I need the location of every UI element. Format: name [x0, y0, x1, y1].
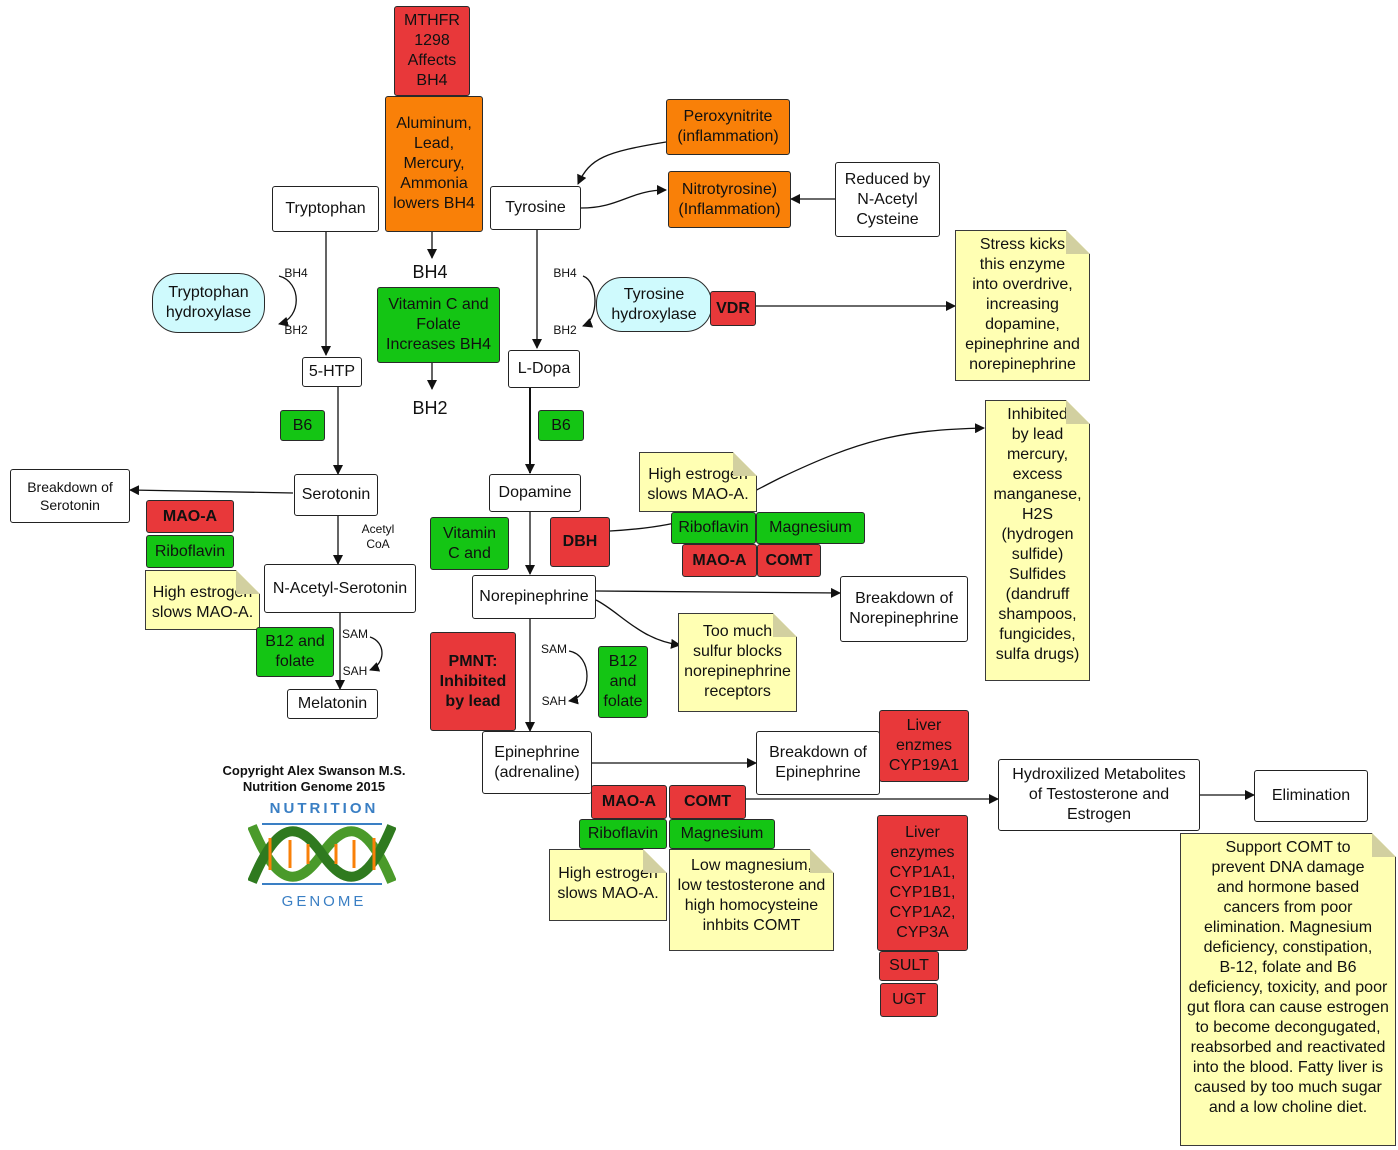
tyrosine-hydroxylase-node: Tyrosine hydroxylase	[596, 277, 712, 332]
comt-mid-badge: COMT	[757, 544, 821, 577]
dbh-badge: DBH	[550, 517, 610, 567]
n-acetyl-serotonin-node: N-Acetyl-Serotonin	[264, 564, 416, 613]
bh4-label: BH4	[412, 262, 448, 282]
arrow-norepi-sulfur	[595, 599, 681, 649]
arrow-norepi-breakdown	[595, 587, 841, 598]
acetyl-coa-label: Acetyl CoA	[361, 522, 395, 551]
riboflavin-left-badge: Riboflavin	[146, 535, 234, 568]
bh4-right-label: BH4	[553, 266, 577, 280]
mao-a-mid-badge: MAO-A	[682, 544, 757, 577]
sult-badge: SULT	[879, 951, 939, 981]
heavy-metals-box: Aluminum, Lead, Mercury, Ammonia lowers …	[385, 96, 483, 232]
riboflavin-mid-badge: Riboflavin	[671, 512, 756, 544]
b12-folate-right-badge: B12 and folate	[598, 646, 648, 718]
elimination-node: Elimination	[1254, 770, 1368, 822]
arrow-sam-sah-left	[369, 636, 383, 672]
sah-right-label: SAH	[541, 694, 567, 708]
arrow-sam-sah-right	[568, 650, 588, 705]
liver-cyp1-badge: Liver enzymes CYP1A1, CYP1B1, CYP1A2, CY…	[877, 815, 968, 951]
sam-right-label: SAM	[540, 642, 567, 656]
mao-a-bottom-badge: MAO-A	[591, 785, 667, 819]
comt-bottom-badge: COMT	[669, 785, 746, 819]
magnesium-mid-badge: Magnesium	[756, 512, 865, 544]
stress-note: Stress kicks this enzyme into overdrive,…	[955, 230, 1090, 381]
support-comt-note: Support COMT to prevent DNA damage and h…	[1180, 833, 1396, 1146]
low-magnesium-note: Low magnesium, low testosterone and high…	[669, 849, 834, 951]
melatonin-node: Melatonin	[287, 689, 378, 719]
inhibited-lead-note: Inhibited by lead mercury, excess mangan…	[985, 400, 1090, 681]
logo-genome-text: GENOME	[281, 893, 367, 910]
mthfr-box: MTHFR 1298 Affects BH4	[394, 6, 470, 96]
vdr-badge: VDR	[710, 291, 756, 326]
vitamin-c-badge: Vitamin C and	[430, 517, 509, 570]
sam-left-label: SAM	[341, 627, 368, 641]
5-htp-node: 5-HTP	[302, 357, 362, 387]
ugt-badge: UGT	[880, 983, 938, 1017]
vitamin-c-folate-box: Vitamin C and Folate Increases BH4	[377, 287, 500, 363]
breakdown-norepinephrine-node: Breakdown of Norepinephrine	[840, 576, 968, 642]
arrow-bh4-bh2-left	[278, 275, 297, 327]
logo-nutrition-text: NUTRITION	[269, 800, 379, 817]
nitrotyrosine-box: Nitrotyrosine) (Inflammation)	[668, 171, 791, 228]
pmnt-badge: PMNT: Inhibited by lead	[430, 632, 516, 731]
arrow-serotonin-breakdown	[129, 485, 294, 496]
hydroxilized-metabolites-node: Hydroxilized Metabolites of Testosterone…	[998, 759, 1200, 831]
dna-helix-logo	[248, 823, 396, 885]
tryptophan-hydroxylase-node: Tryptophan hydroxylase	[152, 273, 265, 333]
bh2-left-label: BH2	[284, 323, 308, 337]
dopamine-node: Dopamine	[489, 474, 581, 512]
epinephrine-node: Epinephrine (adrenaline)	[482, 731, 592, 794]
serotonin-node: Serotonin	[294, 474, 378, 516]
l-dopa-node: L-Dopa	[508, 350, 580, 388]
liver-cyp19-badge: Liver enzmes CYP19A1	[879, 710, 969, 782]
b6-left-badge: B6	[280, 410, 325, 441]
sah-left-label: SAH	[342, 664, 368, 678]
tryptophan-node: Tryptophan	[272, 186, 379, 232]
breakdown-epinephrine-node: Breakdown of Epinephrine	[756, 731, 880, 795]
magnesium-bottom-badge: Magnesium	[669, 819, 775, 849]
breakdown-serotonin-node: Breakdown of Serotonin	[10, 469, 130, 523]
arrow-bh4-bh2-right	[582, 275, 596, 328]
tyrosine-node: Tyrosine	[490, 186, 581, 230]
bh2-label: BH2	[412, 398, 448, 418]
riboflavin-bottom-badge: Riboflavin	[579, 819, 667, 849]
mao-a-left-badge: MAO-A	[146, 500, 234, 533]
arrow-peroxynitrite-tyrosine	[577, 141, 667, 185]
bh4-left-label: BH4	[284, 266, 308, 280]
reduced-nac-node: Reduced by N-Acetyl Cysteine	[835, 162, 940, 237]
copyright-text: Copyright Alex Swanson M.S. Nutrition Ge…	[222, 763, 406, 794]
bh2-right-label: BH2	[553, 323, 577, 337]
peroxynitrite-box: Peroxynitrite (inflammation)	[666, 99, 790, 155]
b6-right-badge: B6	[538, 410, 584, 441]
b12-folate-left-badge: B12 and folate	[256, 627, 334, 677]
norepinephrine-node: Norepinephrine	[472, 575, 596, 619]
arrow-tyrosine-nitrotyrosine	[580, 185, 667, 209]
